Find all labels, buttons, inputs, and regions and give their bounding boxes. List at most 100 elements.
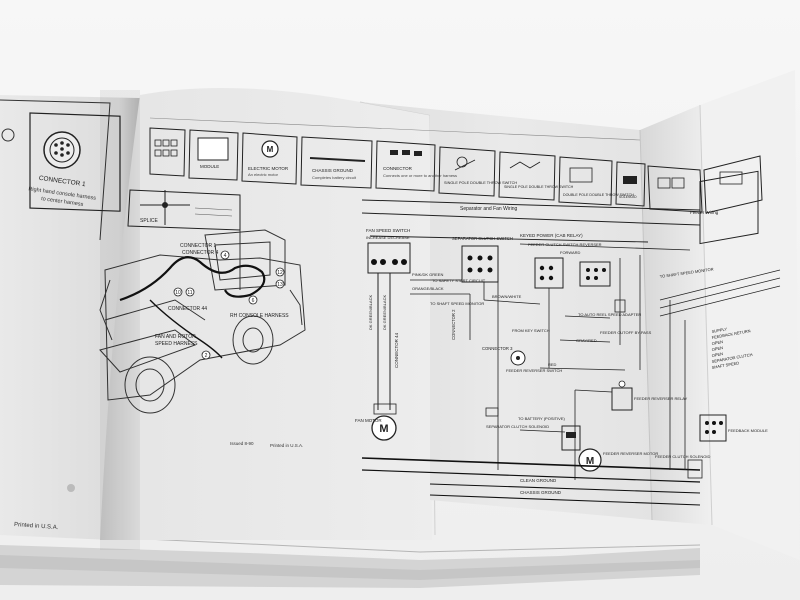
binding-hole (67, 484, 75, 492)
feeder-cutoff-bypass: FEEDER CUTOFF BY-PASS (600, 330, 652, 335)
ground-rail-1 (361, 457, 701, 471)
to-battery-label: TO BATTERY (POSITIVE) (518, 416, 565, 421)
splice-label: SPLICE (140, 218, 158, 224)
connector-2-label: CONNECTOR 2 (451, 309, 456, 340)
fan-motor-label: FAN MOTOR (355, 418, 382, 423)
right-connector-box (699, 170, 759, 245)
feeder-clutch-reverser-label: FEEDER CLUTCH SWITCH REVERSER (528, 242, 602, 247)
svg-text:OPEN: OPEN (711, 351, 723, 358)
legend-cell-right-1 (647, 165, 703, 213)
legend-ground-sub: Completes battery circuit (312, 175, 357, 180)
legend-cell-solenoid: SOLENOID (615, 161, 646, 207)
svg-text:M: M (379, 423, 388, 435)
svg-text:6: 6 (252, 298, 255, 304)
legend-ground-title: CHASSIS GROUND (312, 168, 354, 173)
feedback-module-label: FEEDBACK MODULE (728, 428, 768, 433)
spine-shadow (100, 90, 140, 550)
fan-motor-icon (371, 415, 397, 441)
legend-spdt-title: SINGLE POLE DOUBLE THROW SWITCH (444, 181, 517, 185)
feedback-module-box (579, 261, 611, 287)
legend-dpdt-title: DOUBLE POLE DOUBLE THROW SWITCH (563, 193, 634, 197)
callouts: 10 11 12 13 2 4 6 (173, 250, 285, 360)
callout-connector-4: CONNECTOR 4 (182, 250, 219, 256)
svg-text:FEEDBACK RETURN: FEEDBACK RETURN (711, 328, 751, 340)
svg-text:10: 10 (175, 290, 181, 296)
callout-connector-44: CONNECTOR 44 (168, 306, 207, 312)
legend-solenoid-title: SOLENOID (619, 195, 637, 199)
wire-brown-white: BROWN/WHITE (492, 294, 522, 299)
svg-text:12: 12 (277, 270, 283, 276)
wire-orange-black: ORANGE/BLACK (412, 286, 444, 291)
svg-text:M: M (267, 145, 274, 154)
separator-clutch-switch-label: SEPARATOR CLUTCH SWITCH (452, 236, 513, 241)
feeder-reverser-motor-label: FEEDER REVERSER MOTOR (603, 451, 658, 456)
harness-wire (119, 256, 266, 302)
wire-color-1: DK GREEN/BLACK (368, 295, 373, 330)
svg-text:13: 13 (277, 282, 283, 288)
legend-connector-title: CONNECTOR (383, 166, 413, 171)
fan-speed-dirs: INCREASE DECREASE (366, 235, 410, 240)
legend-cell-spdt-switch: SINGLE POLE DOUBLE THROW SWITCH (438, 146, 517, 197)
legend-cell-chassis-ground: CHASSIS GROUND Completes battery circuit (300, 136, 373, 189)
wire-gray-red: GRAY/RED (576, 338, 597, 343)
middle-illustration: SPLICE 10 11 12 13 2 4 (99, 189, 306, 448)
clean-ground-label: CLEAN GROUND (520, 478, 557, 483)
fan-speed-switch-box (367, 242, 411, 274)
svg-text:OPEN: OPEN (711, 339, 723, 346)
separator-solenoid-box (561, 425, 581, 451)
to-auto-reel: TO AUTO REEL SPEED ADAPTER (578, 312, 641, 317)
wire-color-2: DK GREEN/BLACK (382, 295, 387, 330)
fan-speed-switch-label: FAN SPEED SWITCH (366, 228, 410, 233)
svg-text:4: 4 (224, 253, 227, 259)
left-page-printed: Printed in U.S.A. (14, 522, 59, 531)
legend-module-title: MODULE (200, 164, 219, 169)
feedback-module-right-box (699, 414, 727, 442)
legend-cell-connector-grid (149, 127, 186, 177)
combine-drawing (99, 229, 306, 414)
module-icon (197, 137, 229, 161)
feeder-reverser-relay-box (611, 387, 633, 411)
callout-connector-1: CONNECTOR 1 (180, 243, 217, 249)
from-key-switch: FROM KEY SWITCH (512, 328, 550, 333)
svg-text:SHAFT SPEED: SHAFT SPEED (711, 360, 739, 370)
wire-pink-dkgreen: PINK/DK GREEN (412, 272, 443, 277)
left-page: CONNECTOR 1 Right hand console harness t… (0, 95, 140, 540)
wire-red-1: RED (548, 362, 557, 367)
svg-text:OPEN: OPEN (711, 345, 723, 352)
legend-motor-title: ELECTRIC MOTOR (248, 166, 289, 171)
connector-3-label: CONNECTOR 3 (482, 346, 513, 351)
feeder-reverser-switch-label: FEEDER REVERSER SWITCH (506, 368, 562, 373)
legend-cell-connector: CONNECTOR Connects one or more to anothe… (375, 140, 457, 192)
page-stack (0, 534, 701, 588)
forward-label: FORWARD (560, 250, 581, 255)
connector-1-caption-2: to center harness (41, 196, 84, 208)
feeder-reverser-relay-label: FEEDER REVERSER RELAY (634, 396, 688, 401)
schematic-title: Separator and Fan Wiring (460, 206, 517, 212)
callout-fan-rotor-2: SPEED HARNESS (155, 341, 198, 347)
symbol-legend: MODULE M ELECTRIC MOTOR An electric moto… (149, 117, 763, 214)
legend-cell-module: MODULE (188, 129, 239, 181)
svg-text:M: M (586, 456, 594, 467)
ground-bar-icon (309, 157, 366, 162)
to-shaft-speed-monitor: TO SHAFT SPEED MONITOR (430, 301, 484, 306)
to-safety-start: TO SAFETY START CIRCUIT (432, 278, 486, 283)
schematic-title-right: Feeder Wiring (690, 210, 719, 215)
connector-1-box (29, 112, 121, 212)
legend-cell-dpdt-switch: DOUBLE POLE DOUBLE THROW SWITCH (558, 156, 634, 206)
connector-44-label: CONNECTOR 44 (394, 332, 399, 368)
schematic: Separator and Fan Wiring Feeder Wiring K… (355, 170, 781, 506)
callout-rh-console: RH CONSOLE HARNESS (230, 313, 289, 319)
fan-switch-pins (371, 259, 407, 265)
legend-spdt-2-title: SINGLE POLE DOUBLE THROW SWITCH (504, 185, 574, 189)
legend-connector-sub: Connects one or more to another harness (383, 173, 457, 178)
feeder-clutch-solenoid-label: FEEDER CLUTCH SOLENOID (655, 454, 710, 459)
legend-motor-sub: An electric motor (248, 172, 279, 177)
middle-footer-printed: Printed in U.S.A. (270, 443, 303, 448)
motor-icon (261, 140, 279, 158)
separator-clutch-solenoid-label: SEPARATOR CLUTCH SOLENOID (486, 424, 549, 429)
keyed-power-label: KEYED POWER (CAB RELAY) (520, 233, 583, 238)
chassis-ground-label: CHASSIS GROUND (520, 490, 562, 495)
legend-cell-electric-motor: M ELECTRIC MOTOR An electric motor (241, 132, 298, 185)
separator-switch-box (461, 245, 499, 283)
